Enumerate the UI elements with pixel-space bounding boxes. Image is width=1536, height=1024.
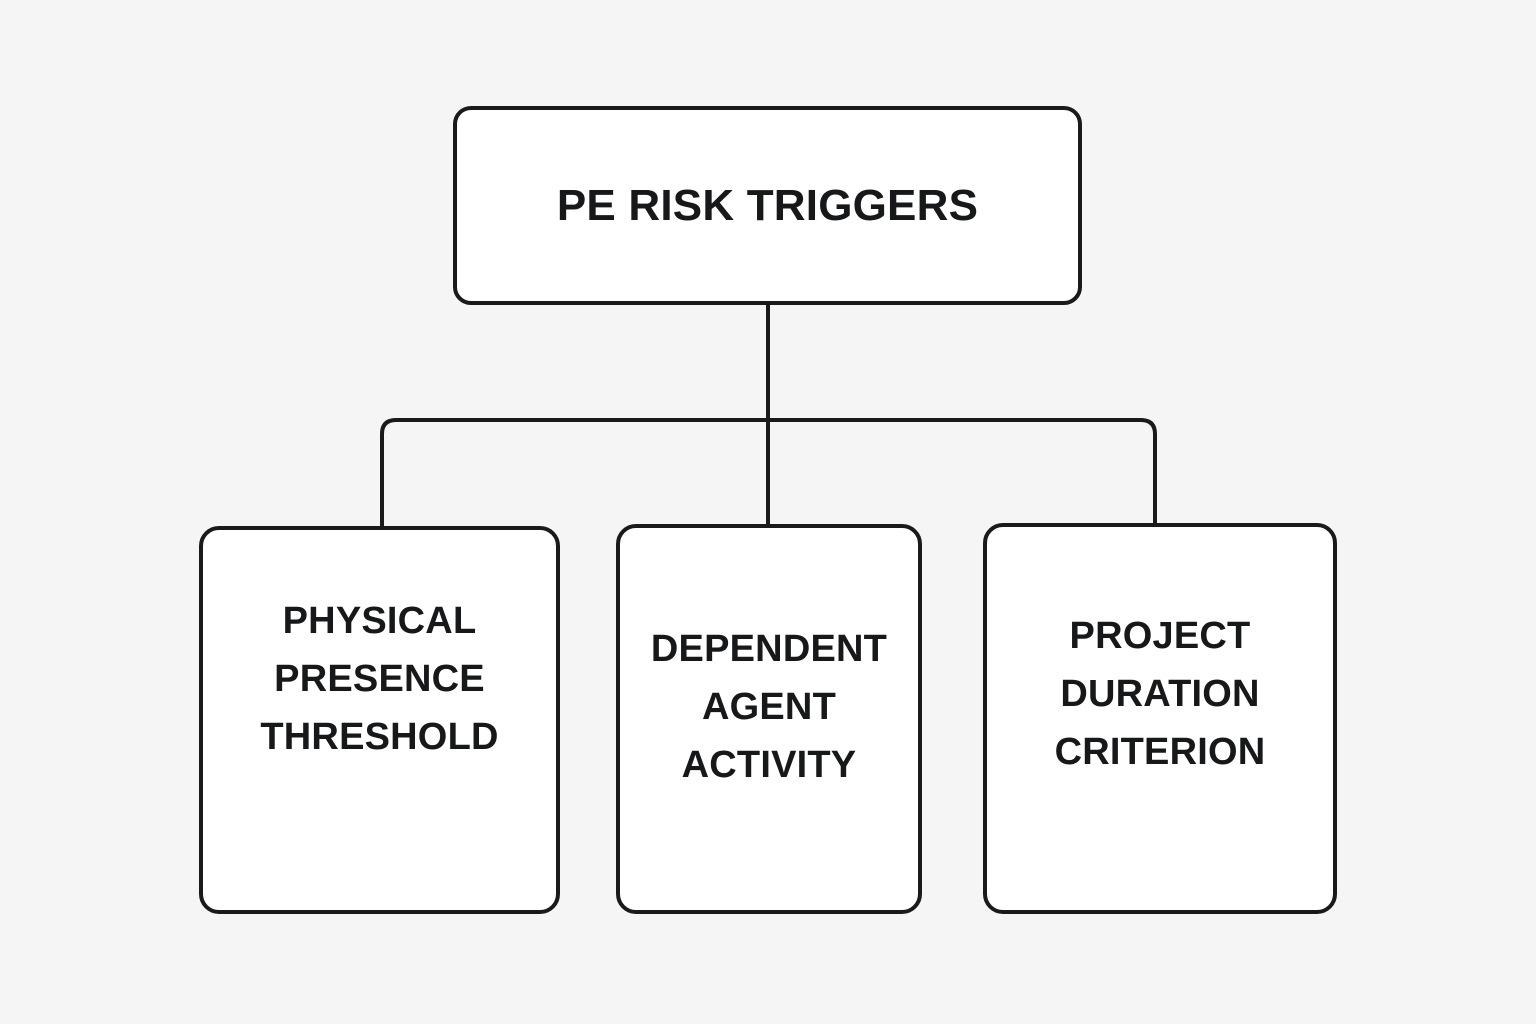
connector-root-to-left [380, 418, 768, 526]
connector-root-to-right [768, 418, 1157, 526]
node-dependent-agent-activity[interactable]: DEPENDENT AGENT ACTIVITY [616, 524, 922, 914]
node-project-duration-criterion[interactable]: PROJECT DURATION CRITERION [983, 523, 1337, 914]
node-child-0-label: PHYSICAL PRESENCE THRESHOLD [260, 600, 499, 758]
node-child-2-label: PROJECT DURATION CRITERION [1054, 615, 1266, 773]
node-child-1-label: DEPENDENT AGENT ACTIVITY [650, 628, 888, 786]
node-physical-presence-threshold[interactable]: PHYSICAL PRESENCE THRESHOLD [199, 526, 560, 914]
node-root-label: PE RISK TRIGGERS [556, 180, 979, 230]
node-root[interactable]: PE RISK TRIGGERS [453, 106, 1082, 305]
